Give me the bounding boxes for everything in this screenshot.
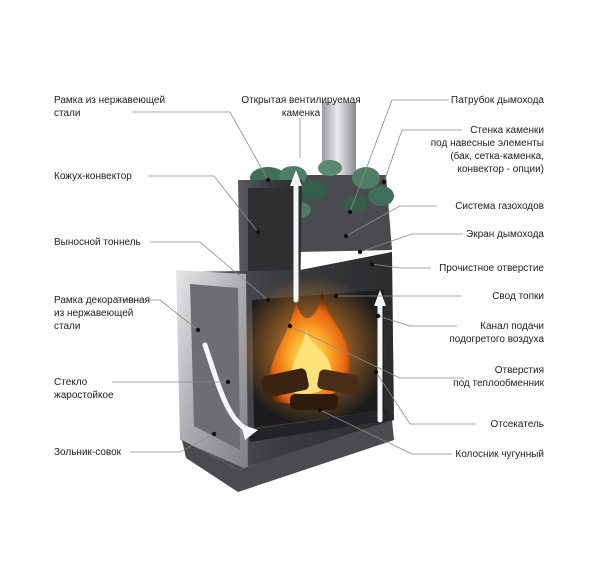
label-grate: Колосник чугунный [455, 449, 544, 460]
label-firebox-vault: Свод топки [492, 291, 544, 302]
grate [248, 410, 390, 442]
label-air-channel: Канал подачи подогретого воздуха [449, 321, 544, 345]
label-glass: Стекло жаростойкое [54, 377, 114, 401]
label-cleaning-hole: Прочистное отверстие [439, 263, 544, 274]
label-decorative-frame: Рамка декоративная из нержавеющей стали [54, 295, 151, 332]
label-cutoff: Отсекатель [490, 419, 545, 430]
label-heater-wall: Стенка каменки под навесные элементы (ба… [430, 125, 544, 175]
label-open-heater: Открытая вентилируемая каменка [241, 95, 361, 119]
logs [261, 368, 359, 410]
label-casing-convector: Кожух-конвектор [54, 171, 132, 182]
leader-lines [112, 99, 476, 455]
label-chimney-screen: Экран дымохода [466, 229, 544, 240]
label-ash-pan: Зольник-совок [54, 447, 122, 458]
leader-dots [195, 177, 387, 437]
label-exchanger-holes: Отверстия под теплообменник [453, 365, 544, 389]
label-remote-tunnel: Выносной тоннель [54, 237, 141, 248]
label-chimney-pipe: Патрубок дымохода [450, 95, 544, 106]
label-frame-steel: Рамка из нержавеющей стали [54, 95, 166, 119]
arrow-heads [241, 170, 386, 440]
ash-pan [182, 420, 394, 492]
label-gas-system: Система газоходов [455, 201, 544, 212]
